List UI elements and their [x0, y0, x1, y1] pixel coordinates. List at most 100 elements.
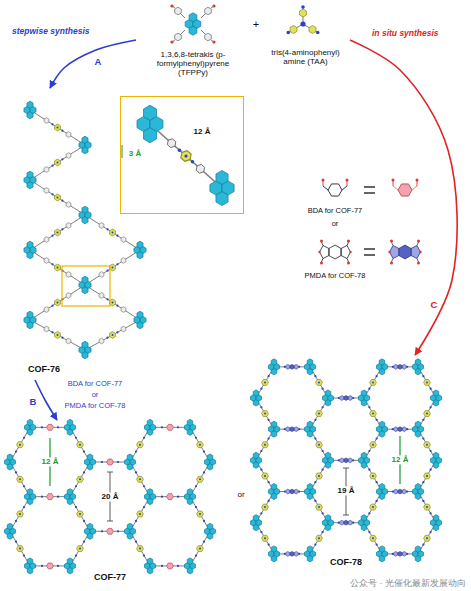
structure-part [370, 442, 377, 448]
structure-part [398, 184, 412, 196]
structure-part [379, 546, 385, 552]
structure-part [394, 489, 398, 494]
structure-part [286, 427, 290, 432]
structure-part [106, 270, 108, 272]
structure-part [430, 515, 441, 531]
structure-part [376, 375, 378, 377]
structure-part [402, 427, 406, 432]
structure-part [144, 419, 155, 435]
structure-part [4, 523, 15, 539]
structure-part [343, 515, 349, 516]
structure-part [30, 110, 85, 145]
structure-part [27, 498, 33, 504]
structure-part [402, 551, 406, 556]
structure-part [349, 251, 351, 253]
structure-part [27, 241, 33, 248]
structure-part [196, 164, 205, 173]
structure-part [112, 232, 114, 234]
structure-part [203, 541, 205, 543]
structure-part [120, 96, 244, 214]
structure-part [372, 506, 374, 508]
structure-part [107, 472, 113, 473]
structure-part [430, 388, 432, 390]
structure-part [85, 250, 140, 285]
structure-part [322, 512, 324, 514]
structure-part [271, 546, 277, 552]
structure-part [47, 563, 54, 569]
structure-part [51, 193, 53, 195]
structure-part [15, 471, 17, 473]
structure-part [271, 431, 277, 437]
connector-word: or [237, 490, 244, 499]
structure-part [82, 206, 88, 213]
structure-part [253, 390, 259, 396]
structure-part [328, 184, 342, 196]
structure-part [184, 419, 195, 435]
structure-part [61, 130, 63, 132]
structure-part [19, 548, 21, 550]
structure-part [268, 419, 270, 421]
structure-part [212, 4, 215, 7]
structure-part [402, 364, 406, 369]
structure-part [51, 263, 53, 265]
structure-part [87, 533, 93, 539]
structure-part [15, 520, 17, 522]
structure-part [143, 506, 145, 508]
structure-part [358, 390, 369, 406]
structure-part [184, 154, 187, 157]
structure-part [19, 513, 21, 515]
structure-part [109, 229, 115, 236]
structure-part [55, 332, 61, 339]
structure-part [361, 524, 367, 530]
structure-part [318, 537, 320, 539]
structure-part [253, 524, 259, 530]
structure-part [75, 506, 77, 508]
structure-part [322, 242, 324, 246]
monomer-box: 1,3,6,8-tetrakis (p-formylphenyl)pyrene … [136, 4, 250, 84]
structure-part [66, 202, 71, 208]
structure-part [170, 4, 173, 7]
structure-part [368, 469, 370, 471]
structure-part [250, 390, 261, 406]
structure-part [344, 458, 348, 463]
monomer-box: tris(4-aminophenyl) amine (TAA) [263, 4, 350, 76]
structure-part [195, 437, 197, 439]
structure-part [271, 493, 277, 499]
structure-part [27, 112, 33, 119]
structure-part [316, 379, 323, 385]
structure-part [187, 429, 193, 435]
structure-part [286, 489, 290, 494]
structure-part [137, 105, 163, 143]
structure-part [394, 364, 406, 369]
structure-part [370, 473, 377, 479]
structure-part [268, 359, 279, 375]
structure-part [370, 411, 377, 417]
structure-part [4, 419, 215, 574]
structure-part [207, 464, 213, 470]
structure-part [358, 452, 369, 468]
structure-part [268, 500, 270, 502]
structure-part [85, 320, 140, 350]
structure-part [340, 458, 352, 463]
structure-part [417, 240, 420, 243]
reagent-name: PMDA for COF-78 [305, 272, 366, 281]
structure-part [116, 263, 118, 265]
structure-part [392, 242, 394, 246]
structure-part [426, 506, 428, 508]
structure-part [82, 341, 88, 348]
structure-part [19, 444, 21, 446]
structure-part [75, 485, 77, 487]
structure-part [424, 473, 431, 479]
structure-part [54, 124, 60, 131]
structure-part [342, 186, 347, 190]
structure-part [264, 381, 266, 383]
structure-part [161, 426, 163, 428]
structure-part [57, 127, 59, 129]
structure-part [199, 478, 201, 480]
structure-part [150, 124, 222, 188]
structure-part [412, 186, 417, 190]
structure-part [30, 145, 85, 180]
structure-part [294, 551, 298, 556]
structure-part [79, 513, 81, 515]
structure-part [398, 364, 402, 369]
